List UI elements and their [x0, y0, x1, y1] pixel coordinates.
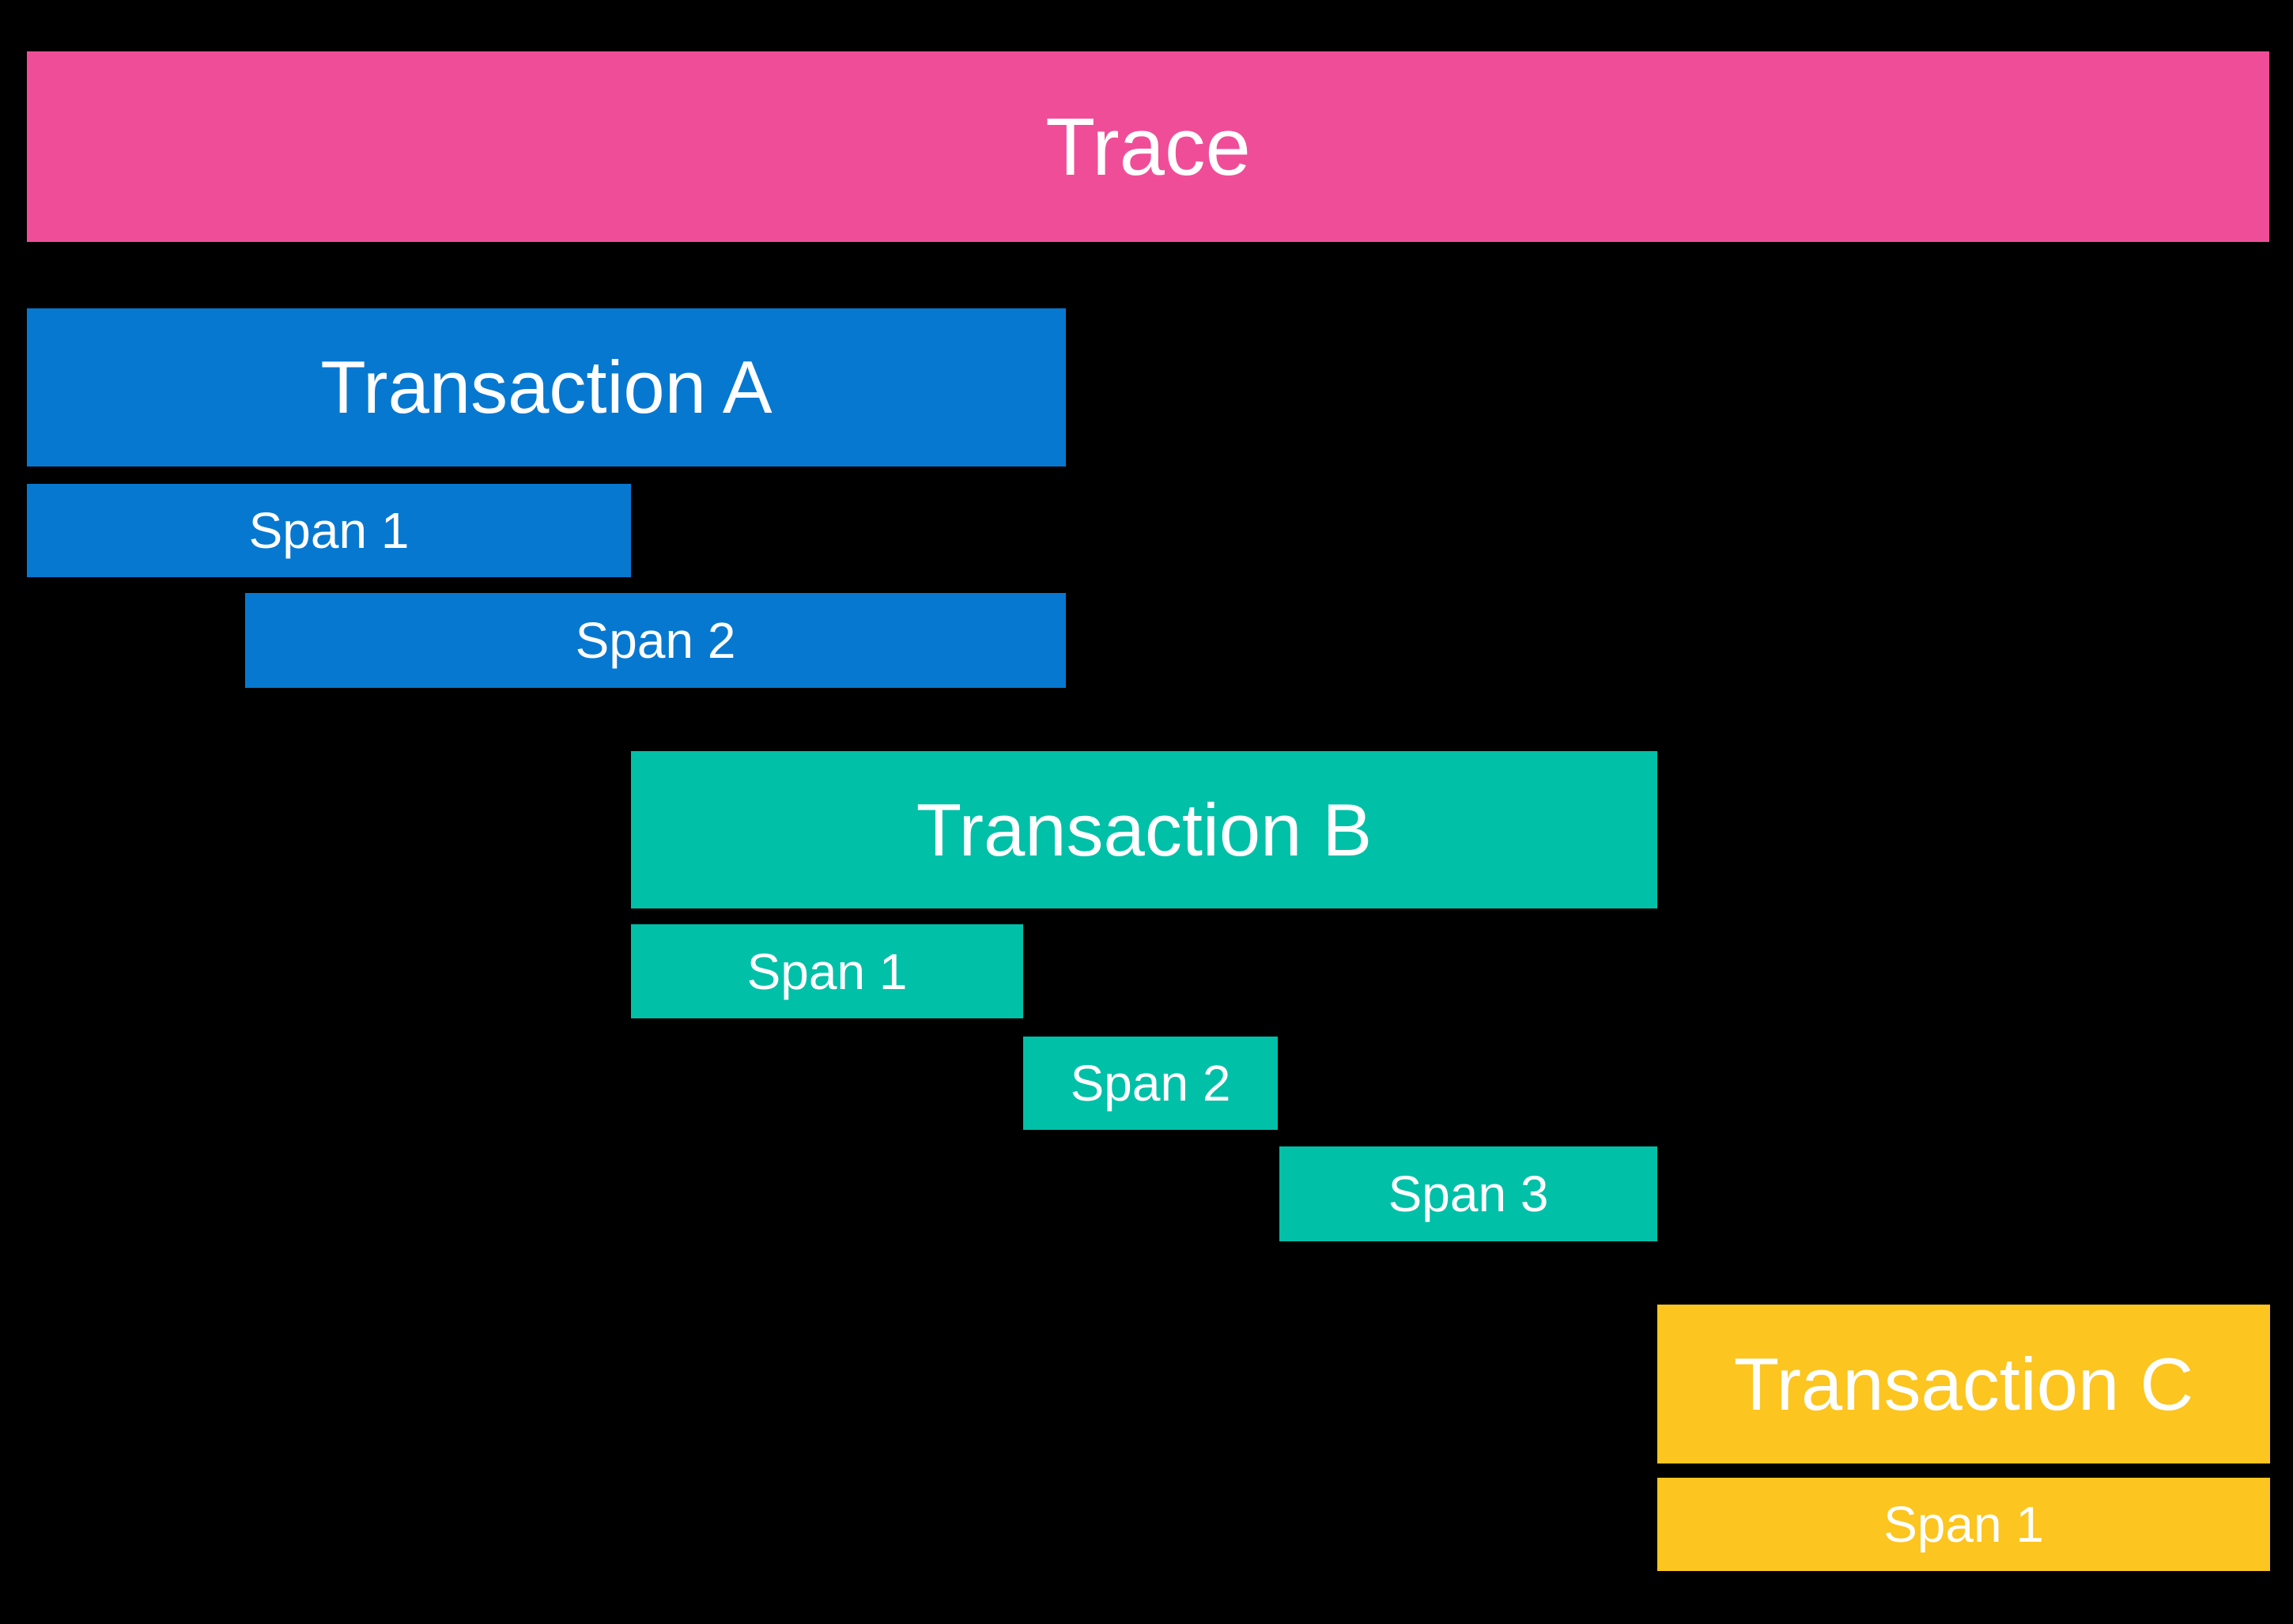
transaction-b-span-3-label: Span 3: [1388, 1165, 1549, 1222]
transaction-c-bar: Transaction C: [1657, 1305, 2270, 1463]
transaction-b-span-3-bar: Span 3: [1279, 1146, 1657, 1241]
transaction-a-label: Transaction A: [320, 346, 773, 429]
trace-label: Trace: [1045, 101, 1251, 192]
transaction-c-label: Transaction C: [1733, 1342, 2194, 1426]
transaction-b-span-1-bar: Span 1: [631, 924, 1023, 1018]
transaction-b-span-2-label: Span 2: [1070, 1055, 1231, 1112]
transaction-a-span-2-bar: Span 2: [245, 593, 1066, 688]
transaction-b-span-2-bar: Span 2: [1023, 1037, 1278, 1130]
trace-bar: Trace: [27, 51, 2269, 242]
transaction-c-span-1-label: Span 1: [1883, 1496, 2044, 1553]
transaction-b-bar: Transaction B: [631, 751, 1657, 908]
transaction-c-span-1-bar: Span 1: [1657, 1478, 2270, 1571]
transaction-b-span-1-label: Span 1: [746, 942, 908, 1000]
transaction-a-span-1-label: Span 1: [248, 502, 410, 559]
transaction-b-label: Transaction B: [916, 787, 1373, 871]
transaction-a-bar: Transaction A: [27, 308, 1066, 466]
transaction-a-span-2-label: Span 2: [575, 612, 736, 669]
transaction-a-span-1-bar: Span 1: [27, 484, 631, 577]
